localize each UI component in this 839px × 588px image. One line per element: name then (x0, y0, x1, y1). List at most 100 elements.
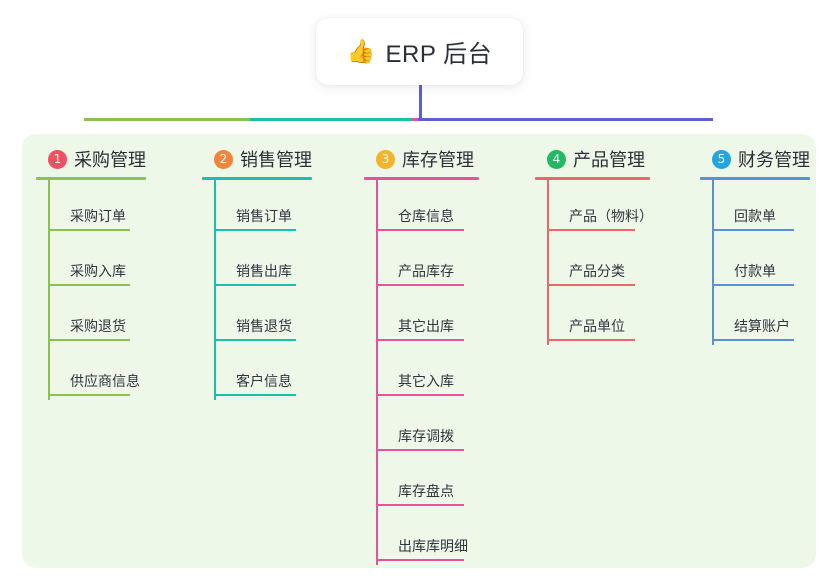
column-title: 产品管理 (573, 150, 645, 170)
column-header-rule (535, 177, 650, 180)
tree-item[interactable]: 仓库信息 (364, 180, 524, 235)
tree-item-label: 付款单 (734, 263, 776, 279)
tree-item-label: 产品（物料） (569, 208, 653, 224)
tree-item-rule (547, 339, 635, 341)
column-spine (376, 180, 378, 565)
tree-item-label: 销售出库 (236, 263, 292, 279)
column-spine (214, 180, 216, 400)
tree-item-label: 客户信息 (236, 373, 292, 389)
tree-item-rule (48, 229, 130, 231)
column-purchase: 1 采购管理采购订单采购入库采购退货供应商信息 (36, 146, 186, 400)
column-items: 产品（物料） 产品分类产品单位 (535, 180, 695, 345)
column-header-rule (364, 177, 479, 180)
tree-item-label: 其它入库 (398, 373, 454, 389)
column-items: 仓库信息产品库存其它出库其它入库库存调拨库存盘点出库库明细 (364, 180, 524, 565)
tree-item[interactable]: 产品库存 (364, 235, 524, 290)
column-header[interactable]: 2 销售管理 (202, 146, 352, 172)
column-header[interactable]: 5 财务管理 (700, 146, 839, 172)
column-spine (712, 180, 714, 345)
tree-item-rule (376, 339, 464, 341)
tree-item[interactable]: 库存调拨 (364, 400, 524, 455)
tree-item-label: 销售订单 (236, 208, 292, 224)
tree-item-rule (712, 339, 794, 341)
root-title: ERP 后台 (385, 41, 493, 68)
tree-item[interactable]: 供应商信息 (36, 345, 186, 400)
tree-item-label: 仓库信息 (398, 208, 454, 224)
tree-item-rule (376, 559, 464, 561)
tree-item[interactable]: 出库库明细 (364, 510, 524, 565)
tree-item-rule (547, 229, 635, 231)
column-header[interactable]: 4 产品管理 (535, 146, 695, 172)
column-title: 库存管理 (402, 150, 474, 170)
column-title: 销售管理 (240, 150, 312, 170)
column-index-badge: 1 (48, 149, 67, 169)
tree-item[interactable]: 产品单位 (535, 290, 695, 345)
tree-item-label: 库存盘点 (398, 483, 454, 499)
tree-item[interactable]: 产品分类 (535, 235, 695, 290)
column-finance: 5 财务管理回款单付款单结算账户 (700, 146, 839, 345)
tree-item-label: 产品单位 (569, 318, 625, 334)
tree-item-label: 出库库明细 (398, 538, 468, 554)
tree-item[interactable]: 销售订单 (202, 180, 352, 235)
column-title: 财务管理 (738, 150, 810, 170)
column-index-badge: 2 (214, 149, 233, 169)
column-items: 采购订单采购入库采购退货供应商信息 (36, 180, 186, 400)
column-items: 销售订单销售出库销售退货客户信息 (202, 180, 352, 400)
tree-item-rule (376, 394, 464, 396)
column-header-rule (202, 177, 312, 180)
tree-item[interactable]: 客户信息 (202, 345, 352, 400)
tree-item-label: 其它出库 (398, 318, 454, 334)
tree-item-label: 产品分类 (569, 263, 625, 279)
column-index-badge: 5 (712, 149, 731, 169)
tree-item[interactable]: 销售退货 (202, 290, 352, 345)
tree-item-rule (214, 394, 296, 396)
column-index-badge: 3 (376, 149, 395, 169)
column-index-badge: 4 (547, 149, 566, 169)
tree-item[interactable]: 产品（物料） (535, 180, 695, 235)
tree-item-rule (712, 229, 794, 231)
column-header[interactable]: 1 采购管理 (36, 146, 186, 172)
column-sales: 2 销售管理销售订单销售出库销售退货客户信息 (202, 146, 352, 400)
column-header-rule (700, 177, 810, 180)
columns-panel (22, 134, 816, 568)
column-items: 回款单付款单结算账户 (700, 180, 839, 345)
tree-item-rule (376, 449, 464, 451)
tree-item[interactable]: 其它出库 (364, 290, 524, 345)
tree-item[interactable]: 结算账户 (700, 290, 839, 345)
tree-item[interactable]: 付款单 (700, 235, 839, 290)
tree-item[interactable]: 回款单 (700, 180, 839, 235)
tree-item-label: 采购入库 (70, 263, 126, 279)
tree-item-rule (48, 394, 130, 396)
column-spine (547, 180, 549, 345)
connector-bus-right (418, 118, 713, 121)
connector-trunk (419, 85, 422, 120)
column-inventory: 3 库存管理仓库信息产品库存其它出库其它入库库存调拨库存盘点出库库明细 (364, 146, 524, 565)
tree-item-rule (214, 339, 296, 341)
tree-item-rule (376, 504, 464, 506)
connector-bus-sales (250, 118, 414, 121)
tree-item[interactable]: 采购订单 (36, 180, 186, 235)
column-header-rule (36, 177, 146, 180)
tree-item-label: 采购退货 (70, 318, 126, 334)
tree-item-rule (376, 284, 464, 286)
column-header[interactable]: 3 库存管理 (364, 146, 524, 172)
tree-item-rule (712, 284, 794, 286)
tree-item-label: 结算账户 (734, 318, 790, 334)
root-node[interactable]: 👍 ERP 后台 (316, 18, 523, 85)
tree-item-rule (547, 284, 635, 286)
tree-item-label: 供应商信息 (70, 373, 140, 389)
tree-item-rule (214, 284, 296, 286)
tree-item-label: 采购订单 (70, 208, 126, 224)
connector-bus-inventory (412, 118, 420, 121)
tree-item[interactable]: 库存盘点 (364, 455, 524, 510)
column-title: 采购管理 (74, 150, 146, 170)
tree-item[interactable]: 采购退货 (36, 290, 186, 345)
tree-item[interactable]: 采购入库 (36, 235, 186, 290)
tree-item[interactable]: 销售出库 (202, 235, 352, 290)
tree-item-rule (376, 229, 464, 231)
tree-item-rule (48, 284, 130, 286)
tree-item-rule (214, 229, 296, 231)
tree-item-label: 销售退货 (236, 318, 292, 334)
tree-item[interactable]: 其它入库 (364, 345, 524, 400)
